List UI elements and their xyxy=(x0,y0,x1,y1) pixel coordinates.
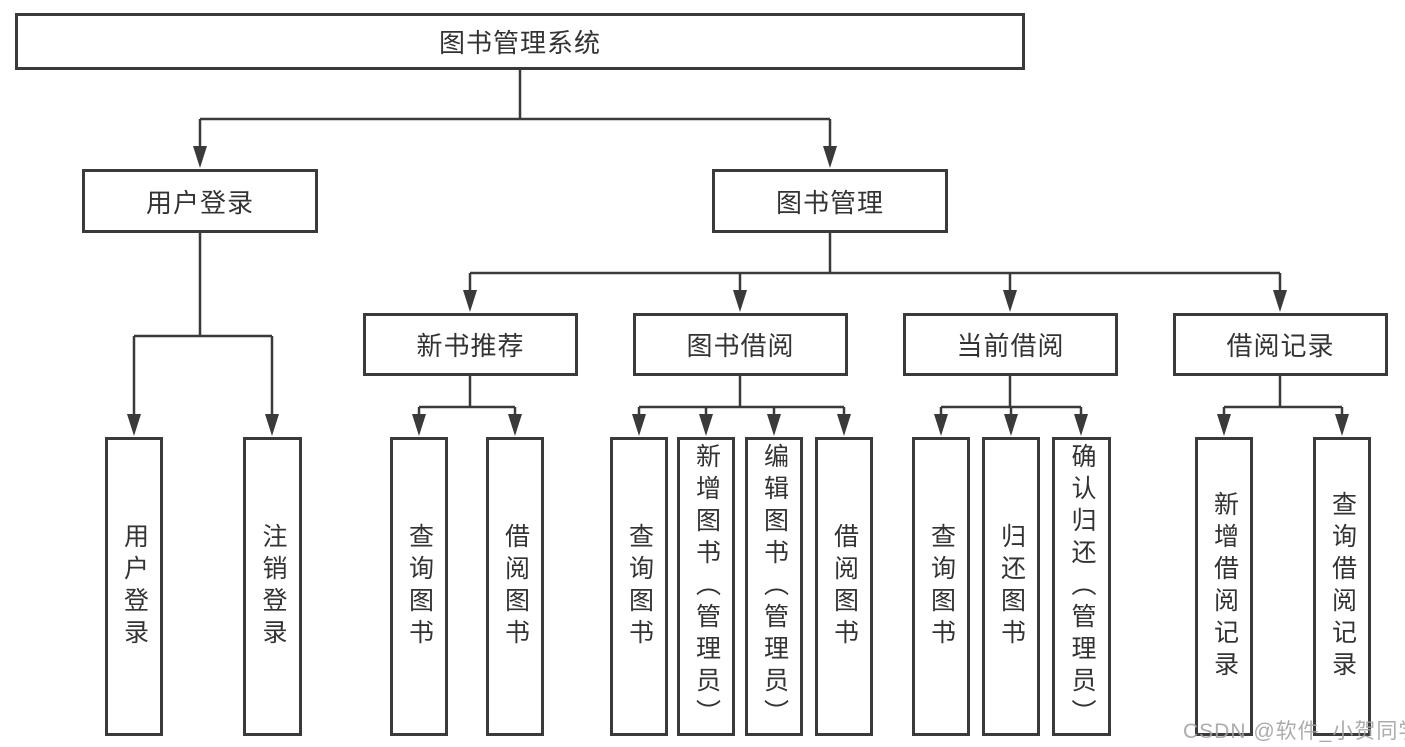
leaf-add-book-admin: 新增图书（管理员） xyxy=(677,437,735,736)
node-label: 新增图书（管理员） xyxy=(692,442,721,731)
node-label: 借阅记录 xyxy=(1226,331,1335,361)
node-label: 编辑图书（管理员） xyxy=(760,442,789,731)
node-book-borrow: 图书借阅 xyxy=(633,313,848,376)
node-label: 注销登录 xyxy=(259,522,287,651)
leaf-add-borrow-record: 新增借阅记录 xyxy=(1195,437,1253,736)
node-label: 归还图书 xyxy=(997,522,1026,651)
node-label: 查询借阅记录 xyxy=(1328,490,1357,683)
leaf-user-login: 用户登录 xyxy=(105,437,163,736)
node-label: 图书管理 xyxy=(775,187,884,218)
arrowheads xyxy=(127,146,1349,436)
leaf-return-books: 归还图书 xyxy=(982,437,1040,736)
node-label: 查询图书 xyxy=(927,522,956,651)
node-label: 用户登录 xyxy=(145,187,254,218)
node-label: 新增借阅记录 xyxy=(1210,490,1239,683)
node-user-login: 用户登录 xyxy=(82,169,318,233)
leaf-borrow-books-2: 借阅图书 xyxy=(815,437,873,736)
node-label: 用户登录 xyxy=(120,522,149,651)
leaf-query-books-2: 查询图书 xyxy=(610,437,668,736)
node-label: 当前借阅 xyxy=(956,331,1065,361)
leaf-borrow-books-1: 借阅图书 xyxy=(486,437,544,736)
leaf-edit-book-admin: 编辑图书（管理员） xyxy=(745,437,803,736)
leaf-logout: 注销登录 xyxy=(243,437,302,736)
node-label: 借阅图书 xyxy=(830,522,859,651)
node-label: 图书管理系统 xyxy=(438,28,601,58)
node-label: 图书借阅 xyxy=(686,331,795,361)
node-label: 借阅图书 xyxy=(501,522,530,651)
node-current-borrow: 当前借阅 xyxy=(903,313,1118,376)
node-new-book-recommend: 新书推荐 xyxy=(363,313,578,376)
leaf-query-books-3: 查询图书 xyxy=(912,437,970,736)
node-root: 图书管理系统 xyxy=(15,13,1025,70)
leaf-confirm-return-admin: 确认归还（管理员） xyxy=(1052,437,1111,736)
node-label: 查询图书 xyxy=(405,522,434,651)
leaf-query-borrow-record: 查询借阅记录 xyxy=(1313,437,1371,736)
node-label: 确认归还（管理员） xyxy=(1068,442,1096,731)
leaf-query-books-1: 查询图书 xyxy=(390,437,448,736)
node-label: 新书推荐 xyxy=(416,331,525,361)
node-label: 查询图书 xyxy=(625,522,654,651)
node-book-management: 图书管理 xyxy=(712,169,948,233)
watermark: CSDN @软件_小贺同学 xyxy=(1183,720,1405,743)
node-borrow-records: 借阅记录 xyxy=(1173,313,1388,376)
